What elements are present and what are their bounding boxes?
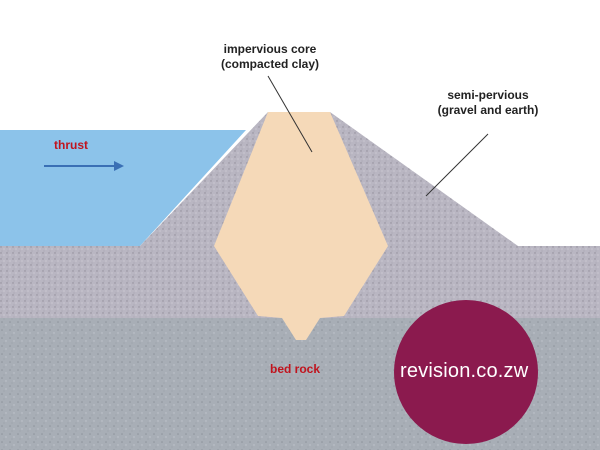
shell-leader-line: [425, 133, 489, 197]
core-leader-line: [267, 75, 313, 153]
shell-label-line2: (gravel and earth): [437, 103, 539, 117]
shell-label-line1: semi-pervious: [447, 88, 529, 102]
thrust-label: thrust: [54, 138, 88, 152]
impervious-core: [214, 112, 388, 340]
core-label-line1: impervious core: [223, 42, 317, 56]
bedrock-label: bed rock: [270, 362, 321, 376]
reservoir-water: [0, 130, 246, 246]
watermark-text: revision.co.zw: [400, 360, 529, 382]
watermark-circle: [394, 300, 538, 444]
core-label: impervious core (compacted clay): [205, 42, 335, 72]
core-label-line2: (compacted clay): [220, 57, 320, 71]
shell-label: semi-pervious (gravel and earth): [418, 88, 558, 118]
arrow-right-icon: [44, 161, 124, 171]
